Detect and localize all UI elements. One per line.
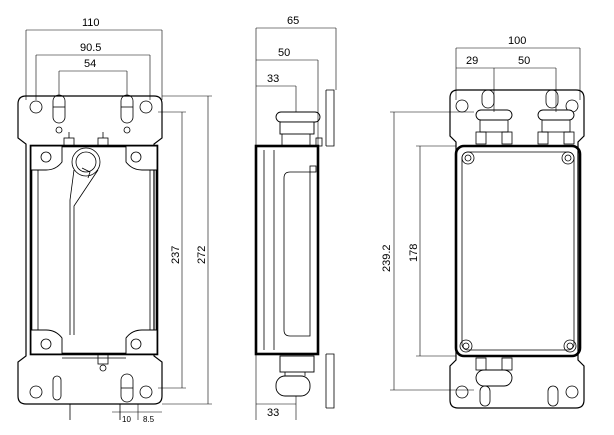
dim-back-terminal-spacing: 50 bbox=[518, 55, 530, 67]
front-dimensions bbox=[26, 30, 212, 420]
side-view: 65 50 33 33 bbox=[256, 15, 336, 420]
dim-slot-spacing: 54 bbox=[84, 58, 96, 70]
dim-hole-spacing: 90.5 bbox=[80, 42, 101, 54]
dim-height-inner: 237 bbox=[170, 246, 182, 264]
back-ear-holes bbox=[456, 90, 578, 406]
dim-depth-body: 50 bbox=[278, 47, 290, 59]
dim-bottom-b: 8.5 bbox=[143, 415, 155, 424]
dim-depth-terminal-top: 33 bbox=[267, 73, 279, 85]
front-corner-tabs bbox=[31, 146, 157, 354]
dim-height-overall: 272 bbox=[196, 246, 208, 264]
front-bottom-details bbox=[30, 354, 152, 420]
side-body bbox=[256, 146, 318, 354]
back-dimensions bbox=[390, 48, 580, 390]
front-body bbox=[31, 146, 157, 354]
side-mounting-plate bbox=[326, 90, 334, 408]
back-view: 100 29 50 239.2 178 bbox=[381, 35, 584, 408]
back-top-terminals bbox=[476, 110, 574, 144]
back-body bbox=[456, 146, 580, 356]
back-bottom-terminals bbox=[476, 358, 512, 386]
dim-back-terminal-left: 29 bbox=[466, 55, 478, 67]
front-top-ear bbox=[30, 95, 152, 133]
front-top-terminals bbox=[64, 132, 108, 146]
front-view: 110 90.5 54 237 272 10 8.5 bbox=[18, 17, 212, 424]
dim-back-overall-width: 100 bbox=[508, 35, 526, 47]
side-top-terminal bbox=[276, 112, 322, 146]
dim-back-height-body: 178 bbox=[408, 244, 420, 262]
dim-bottom-a: 10 bbox=[122, 415, 131, 424]
front-cable-clamp bbox=[70, 148, 100, 335]
side-bottom-terminal bbox=[276, 356, 314, 396]
dim-depth-overall: 65 bbox=[287, 15, 299, 27]
dim-depth-terminal-bottom: 33 bbox=[267, 407, 279, 419]
dim-back-height-outer: 239.2 bbox=[381, 244, 393, 272]
back-corner-screws bbox=[460, 152, 576, 352]
dim-overall-width: 110 bbox=[82, 17, 100, 29]
